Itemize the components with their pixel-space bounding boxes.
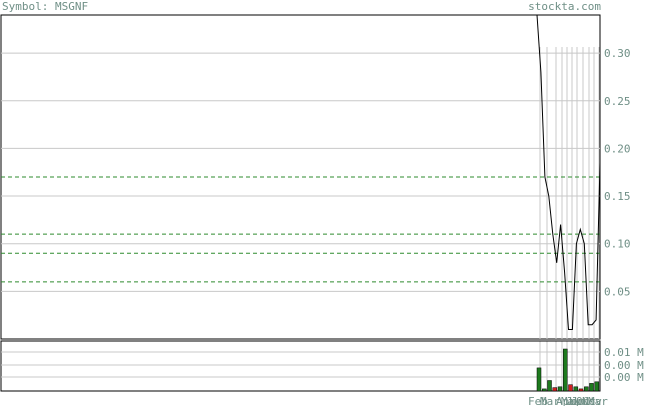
x-axis-label: May	[561, 395, 581, 406]
site-label: stockta.com	[528, 0, 601, 13]
volume-bar	[589, 383, 594, 392]
x-axis-label: Jun	[566, 395, 586, 406]
price-tick-label: 0.30	[604, 47, 631, 60]
volume-bars	[536, 348, 600, 392]
volume-bar	[594, 381, 600, 392]
symbol-label: Symbol: MSGNF	[2, 0, 88, 13]
volume-bar	[578, 388, 584, 392]
x-axis-label: Oct	[576, 395, 596, 406]
symbol-value: MSGNF	[54, 0, 89, 13]
volume-grid	[1, 351, 600, 378]
volume-bar	[536, 367, 542, 392]
x-axis-label: Apr	[556, 395, 576, 406]
x-axis-label: Jul	[571, 395, 591, 406]
price-vertical-grid	[539, 47, 600, 391]
price-tick-label: 0.15	[604, 190, 631, 203]
price-panel-frame	[0, 14, 601, 340]
volume-bar	[568, 384, 573, 392]
price-axis-ticks: 0.30 0.25 0.20 0.15 0.10 0.05	[604, 47, 631, 298]
volume-bar	[573, 386, 579, 392]
volume-bar	[547, 380, 552, 392]
x-axis-label: Mar	[588, 395, 608, 406]
volume-tick-label: 0.00 M	[604, 359, 644, 372]
volume-bar	[542, 388, 547, 392]
price-tick-label: 0.20	[604, 142, 631, 155]
volume-tick-label: 0.00 M	[604, 371, 644, 384]
volume-panel-frame	[0, 340, 601, 392]
volume-tick-label: 0.01 M	[604, 346, 644, 359]
price-tick-label: 0.10	[604, 238, 631, 251]
price-line	[536, 14, 601, 330]
price-grid	[1, 52, 600, 292]
symbol-prefix: Symbol:	[2, 0, 49, 13]
volume-bar	[563, 348, 568, 392]
volume-bar	[552, 387, 558, 392]
x-axis-label: Mar	[540, 395, 560, 406]
price-series	[536, 14, 601, 330]
price-tick-label: 0.25	[604, 95, 631, 108]
x-axis-label: Feb	[528, 395, 548, 406]
x-axis-label: Nov	[582, 395, 602, 406]
volume-bar	[557, 386, 563, 392]
volume-bar	[584, 386, 589, 392]
moving-average-lines	[1, 176, 600, 283]
price-tick-label: 0.05	[604, 285, 631, 298]
volume-axis-ticks: 0.01 M0.00 M0.00 M	[604, 346, 644, 384]
